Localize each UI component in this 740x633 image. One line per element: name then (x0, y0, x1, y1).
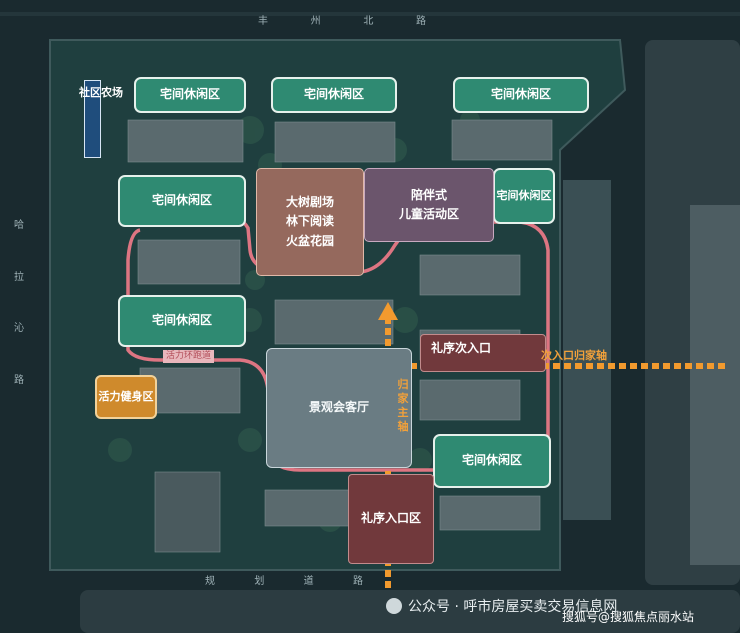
secondary-entry-zone: 礼序次入口 (420, 334, 546, 372)
south-block (80, 590, 740, 633)
main-axis-char: 主 (397, 406, 409, 419)
children-activity-zone: 陪伴式 儿童活动区 (364, 168, 494, 242)
sohu-watermark: 搜狐号@搜狐焦点丽水站 (562, 610, 695, 624)
west-road-char: 哈 (14, 220, 26, 231)
leisure-zone: 宅间休闲区 (134, 77, 246, 113)
west-road-char: 拉 (14, 271, 26, 283)
tree-theater-line: 大树剧场 (285, 195, 334, 210)
wechat-icon (386, 598, 402, 614)
south-road-char: 路 (352, 576, 365, 587)
north-road-char: 丰 (258, 16, 270, 27)
tree-theater-line: 火盆花园 (285, 233, 334, 248)
north-road-char: 路 (415, 16, 428, 27)
wechat-watermark: 公众号 · 呼市房屋买卖交易信息网 (386, 596, 617, 616)
main-axis-label: 归 家 主 轴 (396, 378, 410, 434)
main-axis-arrowhead (378, 302, 398, 320)
north-road-char: 州 (310, 16, 323, 27)
leisure-zone: 宅间休闲区 (271, 77, 397, 113)
children-line: 儿童活动区 (398, 207, 459, 221)
residential-buildings (127, 119, 553, 553)
south-road-label: 规 划 道 路 (205, 572, 365, 587)
south-road-char: 规 (205, 576, 217, 587)
leisure-zone: 宅间休闲区 (433, 434, 551, 488)
main-axis-char: 家 (397, 392, 409, 405)
children-line: 陪伴式 (410, 187, 447, 202)
main-entry-zone: 礼序入口区 (348, 474, 434, 564)
wechat-watermark-text: 公众号 · 呼市房屋买卖交易信息网 (408, 599, 618, 615)
north-road-char: 北 (363, 16, 376, 27)
community-farm-block (84, 80, 101, 158)
west-road-label: 哈 拉 沁 路 (14, 216, 26, 386)
community-farm-label: 社区农场 (79, 86, 123, 100)
south-road-char: 划 (254, 576, 267, 587)
landscape-hall-zone: 景观会客厅 (266, 348, 412, 468)
tree-theater-zone: 大树剧场 林下阅读 火盆花园 (256, 168, 364, 276)
north-road-line (0, 12, 740, 16)
south-road-char: 道 (303, 576, 316, 587)
east-strip-building (563, 180, 611, 520)
west-road-char: 路 (14, 374, 26, 386)
leisure-zone: 宅间休闲区 (453, 77, 589, 113)
main-axis-char: 归 (397, 378, 409, 391)
leisure-zone: 宅间休闲区 (118, 175, 246, 227)
fitness-zone: 活力健身区 (95, 375, 157, 419)
secondary-axis-label: 次入口归家轴 (541, 349, 607, 362)
north-road-label: 丰 州 北 路 (258, 12, 428, 27)
running-loop-label: 活力环跑道 (163, 350, 215, 363)
west-road-char: 沁 (14, 323, 26, 335)
main-axis-char: 轴 (397, 420, 409, 433)
east-building (690, 205, 740, 565)
tree-theater-line: 林下阅读 (285, 214, 334, 229)
leisure-zone: 宅间休闲区 (118, 295, 246, 347)
leisure-zone: 宅间休闲区 (493, 168, 555, 224)
